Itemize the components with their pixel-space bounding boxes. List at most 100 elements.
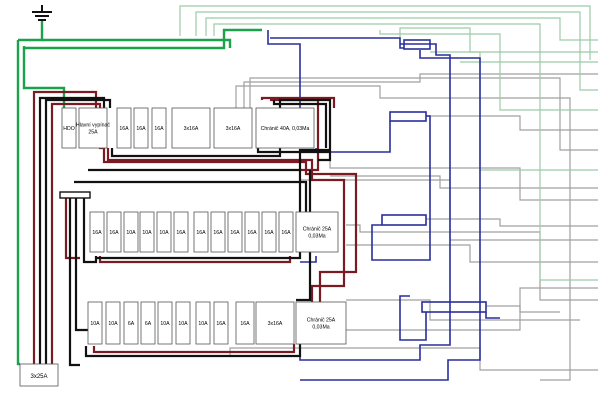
gray-wire xyxy=(486,305,560,313)
breaker-label: 6A xyxy=(128,321,135,327)
blue-wire xyxy=(300,50,481,381)
light-green-wire xyxy=(179,5,591,60)
breaker-label: 10A xyxy=(90,321,100,327)
green-earth-wires xyxy=(16,20,262,366)
black-wire xyxy=(84,344,302,358)
breaker-module: 10A xyxy=(157,301,173,345)
terminal-block-1 xyxy=(403,39,431,50)
gray-wire xyxy=(235,85,571,381)
breaker-module: 3x16A xyxy=(213,107,253,149)
breaker-label: HDO xyxy=(63,126,75,132)
red-wire xyxy=(106,148,346,302)
breaker-module: 16A xyxy=(106,211,122,253)
gray-wire xyxy=(330,175,598,189)
light-green-wire xyxy=(213,23,598,63)
breaker-label: Chránič 40A, 0,03Ma xyxy=(261,126,310,132)
blue-wire xyxy=(270,37,404,49)
light-green-wires xyxy=(179,5,598,281)
breaker-label: 3x16A xyxy=(226,126,241,132)
breaker-module: 10A xyxy=(105,301,121,345)
black-wire xyxy=(88,168,302,212)
breaker-row-bottom: 10A 10A 6A 6A 10A 10A 10A 16A 16A 3x16A Chránič 25… xyxy=(87,301,347,345)
breaker-label: 16A xyxy=(154,126,164,132)
breaker-label: 10A xyxy=(108,321,118,327)
breaker-label: 16A xyxy=(240,321,250,327)
breaker-module: 16A xyxy=(116,107,132,149)
breaker-module: 10A xyxy=(139,211,155,253)
breaker-label: 16A xyxy=(216,321,226,327)
gray-wire xyxy=(426,218,598,227)
breaker-label: 10A xyxy=(178,321,188,327)
gray-wire xyxy=(329,160,598,201)
blue-wire xyxy=(267,30,301,108)
light-green-wire xyxy=(379,30,598,111)
breaker-module: 10A xyxy=(87,301,103,345)
breaker-label: 10A xyxy=(160,321,170,327)
black-wire xyxy=(38,96,106,364)
terminal-block-2 xyxy=(389,111,427,122)
breaker-label: 16A xyxy=(196,230,206,236)
breaker-label: 10A xyxy=(159,230,169,236)
light-green-wire xyxy=(399,27,598,53)
breaker-module: 16A xyxy=(173,211,189,253)
breaker-label: 16A xyxy=(92,230,102,236)
main-feed-label: 3x25A xyxy=(30,374,47,380)
breaker-label: 16A xyxy=(281,230,291,236)
breaker-module: Chránič 40A, 0,03Ma xyxy=(255,107,315,149)
breaker-label: 16A xyxy=(136,126,146,132)
green-earth-wire xyxy=(18,38,232,48)
breaker-label: 3x16A xyxy=(268,321,283,327)
breaker-label: 16A xyxy=(264,230,274,236)
blue-wire xyxy=(485,312,500,319)
blue-wire xyxy=(299,43,451,361)
breaker-module: 6A xyxy=(140,301,156,345)
breaker-label: 10A xyxy=(198,321,208,327)
breaker-module: HDO xyxy=(61,107,77,149)
breaker-label: 16A xyxy=(109,230,119,236)
breaker-label: 10A xyxy=(142,230,152,236)
green-earth-wire xyxy=(16,40,20,366)
black-wire xyxy=(74,180,308,212)
black-wires xyxy=(38,96,332,367)
breaker-module: 16A xyxy=(244,211,260,253)
ground-symbol-icon xyxy=(32,5,52,21)
blue-wire xyxy=(300,256,317,263)
main-feed-box: 3x25A xyxy=(19,363,59,387)
breaker-module: 16A xyxy=(89,211,105,253)
terminal-blocks xyxy=(59,39,487,313)
gray-wire xyxy=(346,244,598,263)
breaker-label: 16A xyxy=(213,230,223,236)
breaker-module: 16A xyxy=(210,211,226,253)
breaker-module: 16A xyxy=(151,107,167,149)
breaker-label: 10A xyxy=(126,230,136,236)
black-wire xyxy=(96,252,302,260)
green-earth-wire xyxy=(222,28,262,40)
breaker-label: 6A xyxy=(145,321,152,327)
earth-terminal-bar xyxy=(59,191,91,199)
breaker-module: 16A xyxy=(235,301,255,345)
breaker-label: 16A xyxy=(247,230,257,236)
breaker-row-middle: 16A 16A 10A 10A 10A 16A 16A 16A 16A 16A 16A 16A Chrá… xyxy=(89,211,339,253)
black-wire xyxy=(272,100,328,148)
gray-wire xyxy=(426,115,598,131)
breaker-module: 10A xyxy=(156,211,172,253)
red-wire xyxy=(50,102,358,364)
breaker-label: 16A xyxy=(230,230,240,236)
green-earth-wire xyxy=(22,40,226,50)
black-wire xyxy=(74,198,88,332)
light-green-wire xyxy=(460,61,598,281)
red-wire xyxy=(92,344,296,354)
breaker-module: 16A xyxy=(278,211,294,253)
breaker-label: 16A xyxy=(176,230,186,236)
breaker-module: 16A xyxy=(227,211,243,253)
breaker-module: 16A xyxy=(133,107,149,149)
breaker-module: 16A xyxy=(261,211,277,253)
breaker-module: 3x16A xyxy=(171,107,211,149)
